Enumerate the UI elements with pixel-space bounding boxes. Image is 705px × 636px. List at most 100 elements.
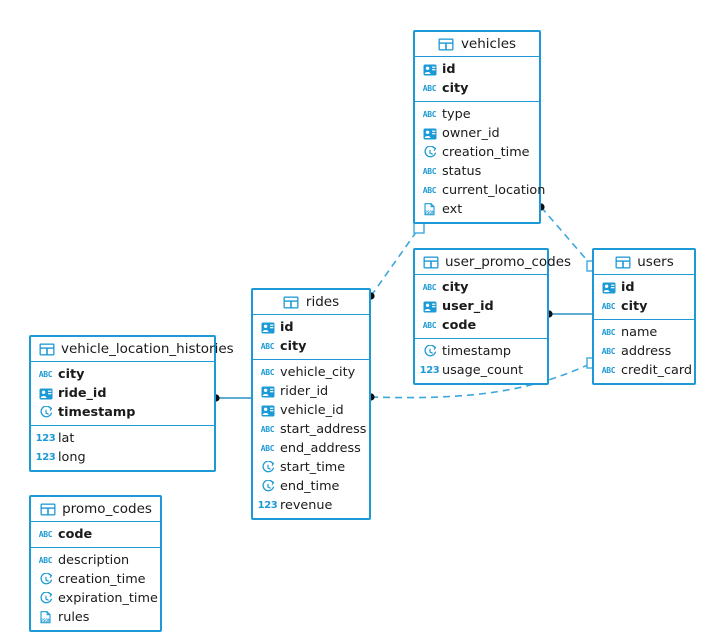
table-name-label: promo_codes xyxy=(62,500,152,517)
column-name-label: creation_time xyxy=(58,572,146,587)
abc-text-icon: ABC xyxy=(260,367,275,377)
column-name-label: rider_id xyxy=(280,384,329,399)
column-name-label: code xyxy=(442,318,477,333)
table-name-label: rides xyxy=(305,293,340,310)
column-row[interactable]: ride_id xyxy=(31,384,214,403)
column-name-label: city xyxy=(280,339,307,354)
column-name-label: end_time xyxy=(280,479,340,494)
json-file-icon: JSON xyxy=(38,611,53,624)
column-row[interactable]: id xyxy=(594,278,694,297)
abc-text-icon: ABC xyxy=(422,185,437,195)
column-row[interactable]: creation_time xyxy=(415,143,539,162)
column-row[interactable]: ABC city xyxy=(594,297,694,316)
column-row[interactable]: user_id xyxy=(415,297,547,316)
column-row[interactable]: timestamp xyxy=(31,403,214,422)
abc-text-icon: ABC xyxy=(601,301,616,311)
clock-icon xyxy=(38,406,53,419)
column-row[interactable]: id xyxy=(415,60,539,79)
column-name-label: code xyxy=(58,527,93,542)
table-header-users[interactable]: users xyxy=(594,250,694,275)
table-icon xyxy=(422,255,439,269)
abc-text-icon: ABC xyxy=(601,346,616,356)
column-name-label: credit_card xyxy=(621,363,693,378)
column-row[interactable]: id xyxy=(253,318,369,337)
column-row[interactable]: timestamp xyxy=(415,342,547,361)
id-card-icon xyxy=(422,127,437,140)
id-card-icon xyxy=(260,404,275,417)
table-header-user_promo_codes[interactable]: user_promo_codes xyxy=(415,250,571,275)
table-header-vehicles[interactable]: vehicles xyxy=(415,32,539,57)
abc-text-icon: ABC xyxy=(422,109,437,119)
table-icon xyxy=(283,295,300,309)
column-name-label: long xyxy=(58,450,86,465)
table-header-rides[interactable]: rides xyxy=(253,290,369,315)
table-header-promo_codes[interactable]: promo_codes xyxy=(31,497,160,522)
123-number-icon: 123 xyxy=(257,499,278,511)
relationship-rel-vlh-rides[interactable] xyxy=(212,394,251,402)
column-name-label: address xyxy=(621,344,672,359)
json-file-icon: JSON xyxy=(422,203,437,216)
relationship-rel-upc-users[interactable] xyxy=(545,310,592,318)
table-name-label: vehicles xyxy=(460,35,517,52)
table-name-label: vehicle_location_histories xyxy=(61,340,234,357)
column-row[interactable]: ABC address xyxy=(594,342,694,361)
column-name-label: usage_count xyxy=(442,363,524,378)
column-row[interactable]: expiration_time xyxy=(31,589,160,608)
column-name-label: id xyxy=(442,62,456,77)
abc-text-icon: ABC xyxy=(260,424,275,434)
column-row[interactable]: vehicle_id xyxy=(253,401,369,420)
column-row[interactable]: owner_id xyxy=(415,124,539,143)
column-name-label: city xyxy=(621,299,648,314)
column-name-label: start_address xyxy=(280,422,367,437)
column-row[interactable]: rider_id xyxy=(253,382,369,401)
column-name-label: id xyxy=(280,320,294,335)
column-name-label: owner_id xyxy=(442,126,500,141)
table-name-label: users xyxy=(637,253,674,270)
column-name-label: creation_time xyxy=(442,145,530,160)
column-name-label: vehicle_id xyxy=(280,403,344,418)
column-row[interactable]: start_time xyxy=(253,458,369,477)
column-row[interactable]: ABC start_address xyxy=(253,420,369,439)
table-header-vehicle_location_histories[interactable]: vehicle_location_histories xyxy=(31,337,234,362)
id-card-icon xyxy=(260,385,275,398)
table-name-label: user_promo_codes xyxy=(445,253,572,270)
abc-text-icon: ABC xyxy=(601,327,616,337)
id-card-icon xyxy=(260,321,275,334)
column-name-label: user_id xyxy=(442,299,494,314)
column-row[interactable]: creation_time xyxy=(31,570,160,589)
column-name-label: status xyxy=(442,164,482,179)
column-row[interactable]: end_time xyxy=(253,477,369,496)
